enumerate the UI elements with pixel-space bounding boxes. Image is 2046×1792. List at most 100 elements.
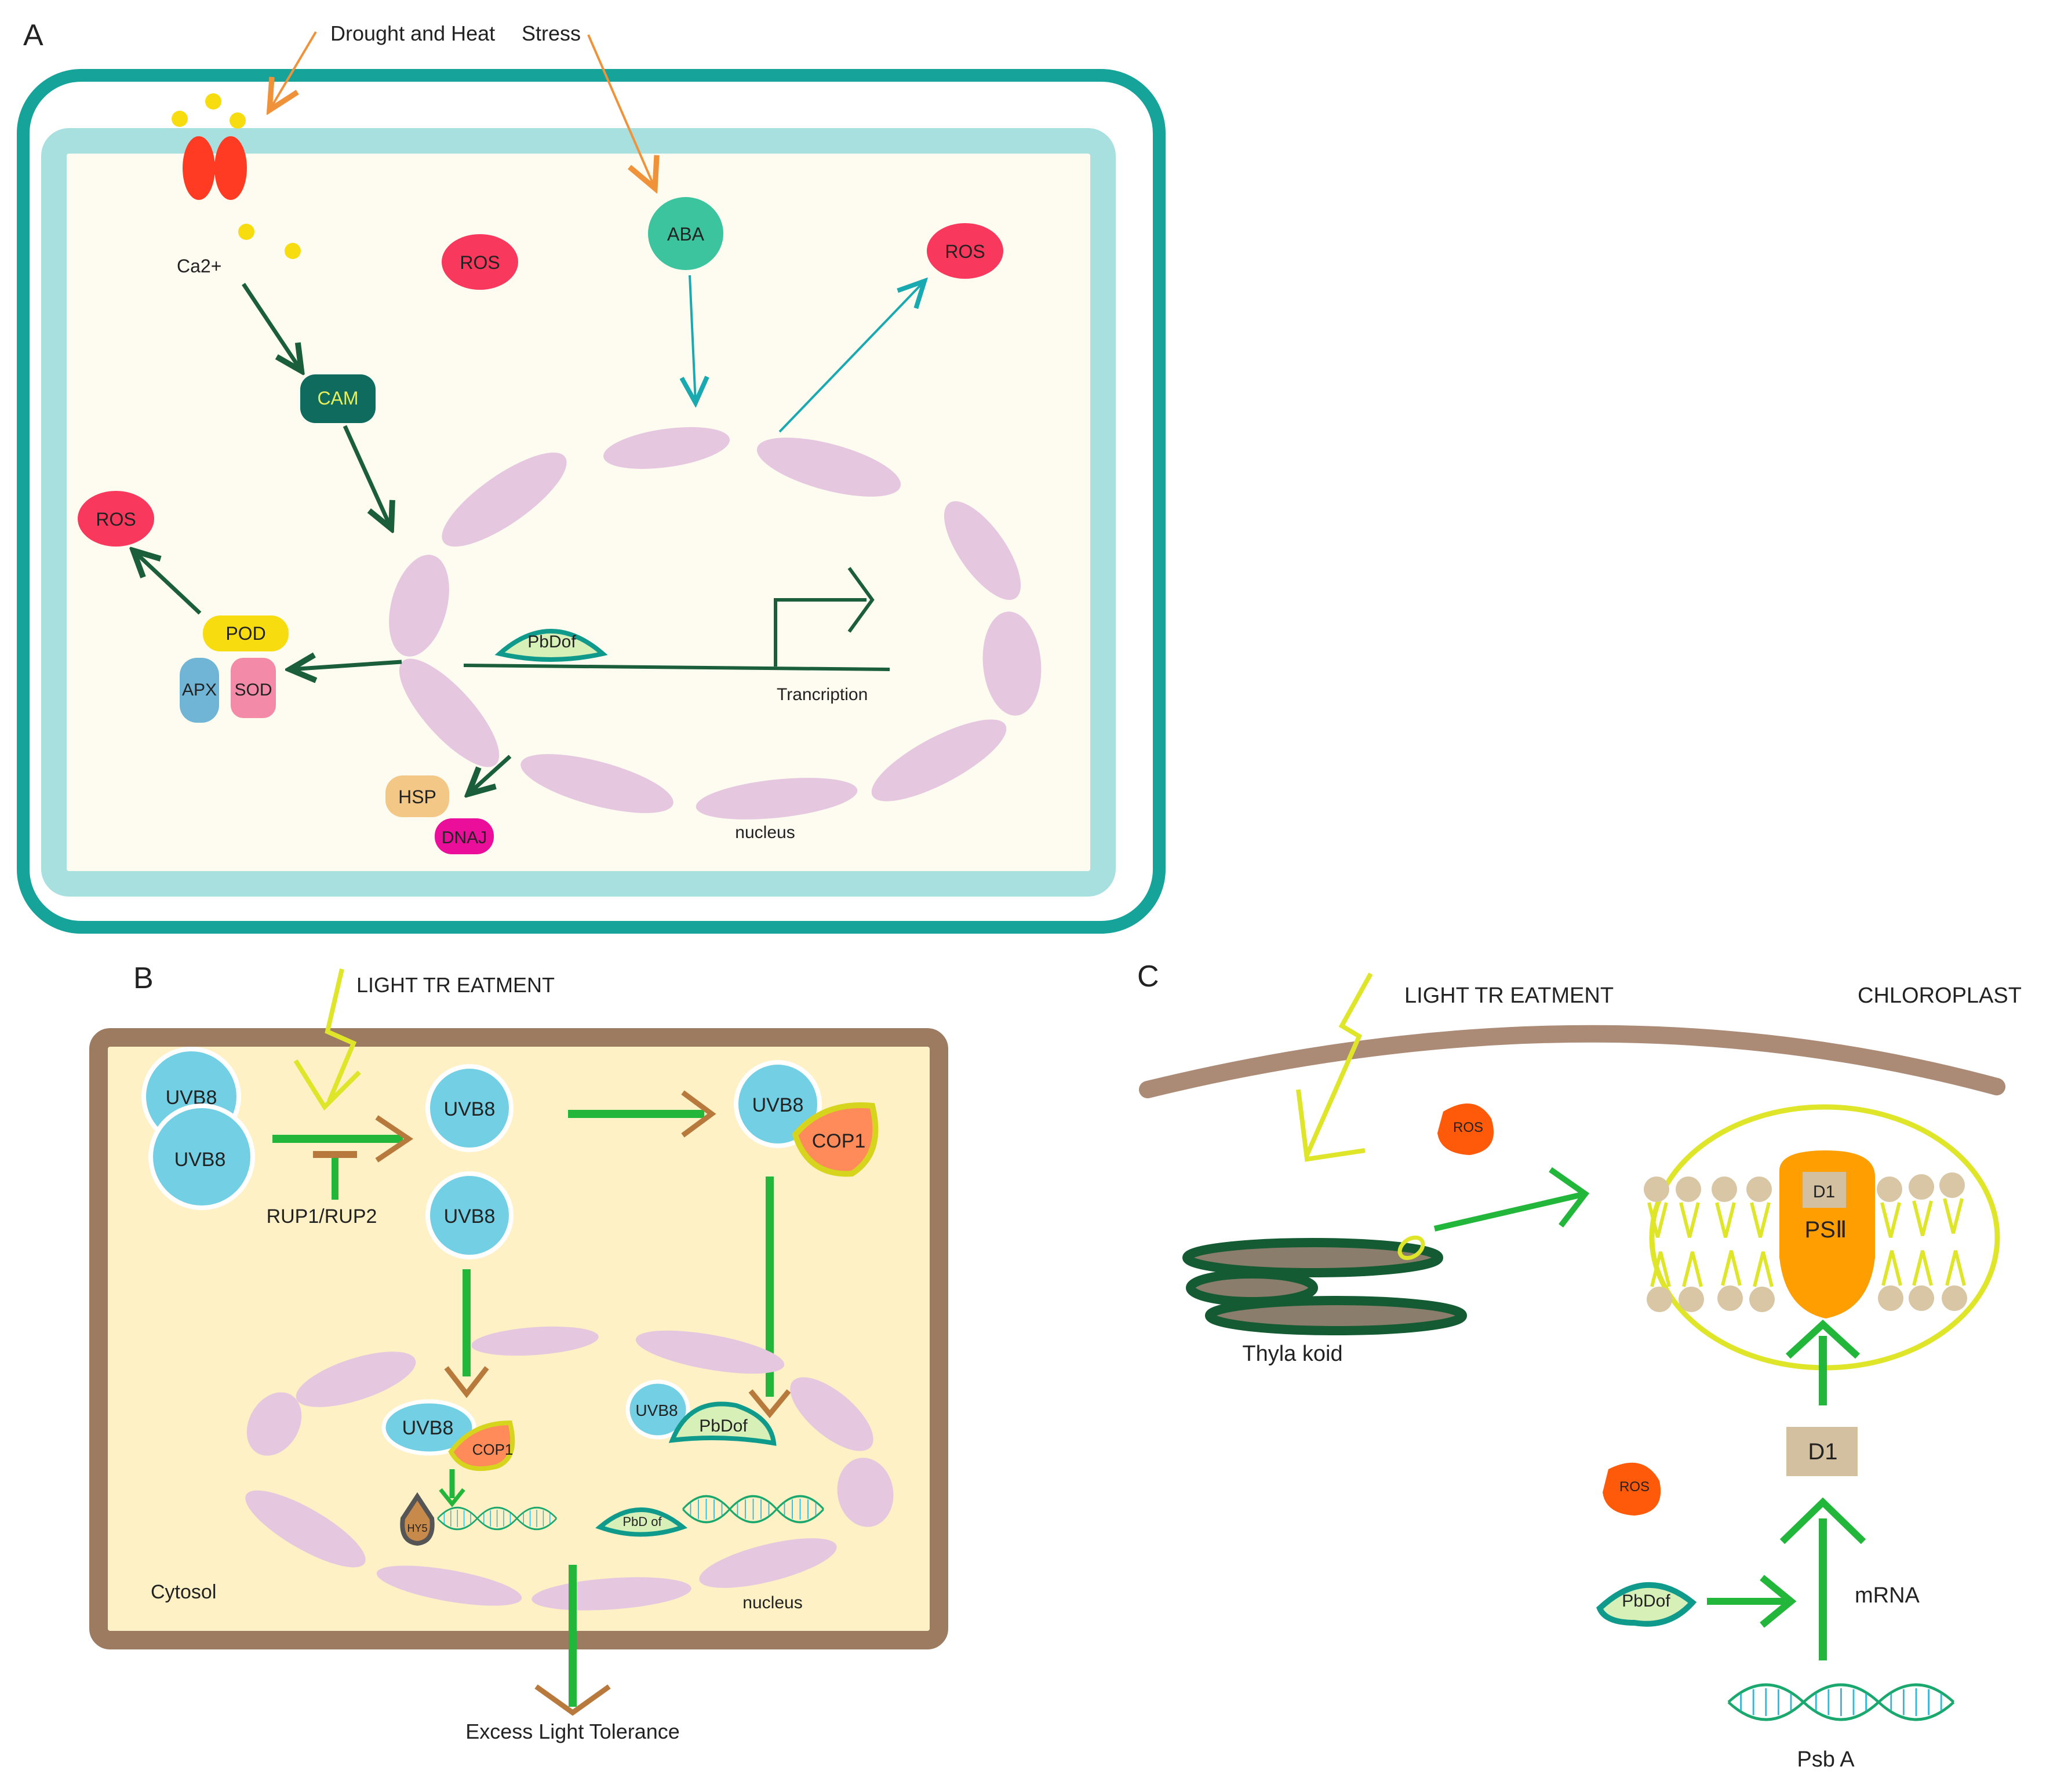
nucleus-a: [389, 427, 1042, 819]
ros-node: [442, 234, 518, 290]
cop1-nuclear: [448, 1420, 515, 1472]
d1-label: D1: [1813, 1182, 1835, 1201]
rup-label: RUP1/RUP2: [267, 1205, 377, 1228]
cop1-complex: [792, 1102, 879, 1177]
hsp-node: [385, 775, 449, 817]
hsp-label: HSP: [398, 786, 436, 807]
ca-ion: [172, 111, 188, 127]
light-label-b: LIGHT TR EATMENT: [356, 973, 555, 997]
light-bolt-b-head: [293, 1059, 361, 1111]
aba-label: ABA: [667, 224, 705, 245]
light-label-c: LIGHT TR EATMENT: [1404, 984, 1614, 1008]
cam-label: CAM: [317, 388, 358, 409]
ros-label: ROS: [96, 509, 136, 530]
light-bolt-c-head: [1296, 1089, 1366, 1162]
pbdof-small-label: PbD of: [622, 1514, 662, 1529]
psba-dna-helix: [1728, 1685, 1954, 1720]
aba-node: [648, 197, 723, 270]
arrowhead-mrna-d1: [1779, 1497, 1866, 1545]
ros-label: ROS: [460, 252, 500, 273]
hy5-label: HY5: [407, 1523, 427, 1534]
dnaj-node: [435, 818, 494, 854]
ca-ion: [205, 93, 221, 110]
apx-label: APX: [182, 680, 217, 700]
cytosol-label: Cytosol: [151, 1581, 216, 1603]
ca-ion: [285, 243, 301, 259]
arrow-nucleus-ros: [778, 281, 924, 433]
nucleus-b: [245, 1326, 894, 1611]
uvb8-dimer-bottom: [148, 1103, 255, 1210]
pbdof-a: [494, 629, 608, 662]
cop1-label: COP1: [472, 1441, 514, 1458]
thylakoid-stack: [1182, 1238, 1467, 1335]
psba-label: Psb A: [1797, 1747, 1855, 1772]
dna-line-a: [463, 664, 890, 671]
pod-label: POD: [225, 623, 265, 644]
panel-a: A Drought and Heat Stress Ca2+ CAM ROS R…: [17, 19, 1166, 934]
arrow-nucleus-enzymes: [290, 662, 402, 669]
pbdof-label-a: PbDof: [527, 632, 576, 651]
thylakoid-label: Thyla koid: [1242, 1342, 1342, 1366]
stress-arrow-aba: [587, 34, 655, 188]
ca-label: Ca2+: [177, 256, 221, 276]
arrow-ca-cam: [242, 283, 301, 371]
ros-node: [927, 223, 1003, 279]
thylakoid-psii-marker: [1397, 1235, 1425, 1261]
ca-ion: [238, 224, 254, 240]
stress-arrow-channel: [270, 31, 317, 110]
uvb8-cop1-complex-uvb8: [734, 1060, 822, 1148]
arrow-pod-ros: [133, 551, 202, 615]
ros-node-c: [1603, 1462, 1661, 1516]
panel-c: C LIGHT TR EATMENT CHLOROPLAST ROS ROS T…: [1137, 960, 2022, 1772]
arrowhead-d1-psii: [1785, 1319, 1861, 1359]
lipid-bilayer: [1644, 1172, 1967, 1312]
mrna-label: mRNA: [1855, 1583, 1920, 1608]
arrowhead-thylakoid-psii: [1549, 1167, 1590, 1228]
uvb8-monomer: [425, 1171, 514, 1259]
dnaj-label: DNAJ: [442, 828, 487, 847]
arrowhead-monomer-cop1: [681, 1090, 716, 1138]
ros-label: ROS: [1453, 1120, 1483, 1135]
chloroplast-envelope: [1139, 1025, 2005, 1098]
ca-channel-left: [183, 136, 215, 200]
uvb8-nuclear: [381, 1399, 476, 1456]
sod-label: SOD: [234, 680, 272, 700]
arrowhead-pbdof-mrna: [1760, 1575, 1797, 1628]
tolerance-label: Excess Light Tolerance: [465, 1720, 680, 1743]
ros-label: ROS: [945, 241, 985, 262]
ros-node-c: [1437, 1103, 1494, 1155]
ros-node: [78, 491, 154, 547]
panel-c-letter: C: [1137, 960, 1159, 993]
arrow-aba-nucleus: [690, 275, 696, 403]
cam-node: [300, 374, 376, 423]
pbdof-label-b: PbDof: [699, 1416, 748, 1436]
uvb8-label: UVB8: [752, 1094, 804, 1116]
ros-label: ROS: [1619, 1479, 1650, 1495]
pbdof-dna-bound: [595, 1507, 688, 1537]
stress-label-1: Drought and Heat: [330, 21, 495, 45]
uvb8-label: UVB8: [635, 1401, 678, 1419]
ca-channel-right: [214, 136, 247, 200]
arrowhead-complex-nucleus: [748, 1389, 791, 1419]
light-bolt-c: [1305, 973, 1373, 1156]
hy5-node: [400, 1492, 435, 1546]
panel-a-letter: A: [23, 19, 43, 52]
uvb8-label: UVB8: [444, 1098, 496, 1120]
transcription-start-arrow: [774, 598, 867, 666]
pod-node: [203, 615, 289, 651]
uvb8-label: UVB8: [444, 1205, 496, 1228]
stress-label-2: Stress: [522, 21, 581, 45]
arrowhead-uvb8-nucleus: [444, 1366, 489, 1398]
arrow-thylakoid-psii: [1433, 1191, 1586, 1232]
apx-node: [180, 658, 219, 723]
cell-membrane-a: [41, 128, 1116, 897]
uvb8-monomer: [425, 1064, 514, 1152]
cop1-label: COP1: [812, 1130, 866, 1152]
uvb8-label: UVB8: [402, 1417, 454, 1439]
nucleus-label-b: nucleus: [742, 1593, 802, 1612]
ca-ion: [230, 112, 246, 129]
transcription-label: Trancription: [777, 685, 868, 704]
uvb8-pbdof-uvb8: [625, 1379, 690, 1440]
arrowhead-tolerance: [534, 1684, 611, 1716]
